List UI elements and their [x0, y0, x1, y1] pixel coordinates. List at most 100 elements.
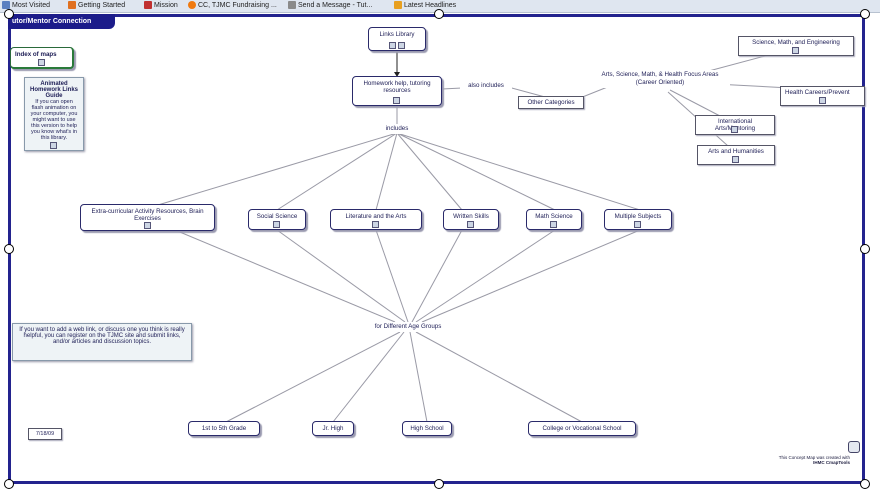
node-literature-arts[interactable]: Literature and the Arts	[330, 209, 422, 230]
connector-line	[415, 331, 583, 423]
resource-icon[interactable]	[550, 221, 557, 228]
blogger-icon	[188, 1, 196, 9]
resource-icon[interactable]	[398, 42, 405, 49]
resource-icon[interactable]	[273, 221, 280, 228]
node-label: High School	[410, 425, 444, 432]
connector-line	[375, 132, 398, 211]
resource-icon[interactable]	[143, 222, 151, 229]
node-animated-guide[interactable]: Animated Homework Links Guide If you can…	[24, 77, 84, 151]
node-social-science[interactable]: Social Science	[248, 209, 306, 230]
resource-icon[interactable]	[393, 97, 400, 104]
connector-line	[276, 229, 406, 323]
bookmark-icon	[2, 1, 10, 9]
bookmark-send-message[interactable]: Send a Message - Tut...	[288, 1, 372, 9]
linking-phrase-age-groups: for Different Age Groups	[356, 322, 460, 332]
resource-icon[interactable]	[731, 126, 738, 133]
linking-phrase-also-includes: also includes	[460, 81, 512, 91]
bookmark-mission[interactable]: Mission	[144, 1, 178, 9]
bookmark-getting-started[interactable]: Getting Started	[68, 1, 125, 9]
connector-line	[411, 229, 463, 323]
linking-phrase-includes: includes	[378, 124, 416, 134]
resource-icon[interactable]	[792, 47, 799, 54]
node-label: College or Vocational School	[542, 425, 622, 432]
connector-line	[174, 229, 396, 323]
node-1st-5th-grade[interactable]: 1st to 5th Grade	[188, 421, 260, 436]
node-homework-help[interactable]: Homework help, tutoring resources	[352, 76, 442, 106]
resource-icon[interactable]	[634, 221, 641, 228]
node-label: Extra-curricular Activity Resources, Bra…	[91, 208, 204, 222]
node-label: Health Careers/Prevent	[785, 89, 850, 96]
node-multiple-subjects[interactable]: Multiple Subjects	[604, 209, 672, 230]
node-arts-humanities[interactable]: Arts and Humanities	[697, 145, 775, 165]
node-index-of-maps[interactable]: Index of maps	[10, 47, 74, 69]
node-label: Literature and the Arts	[345, 213, 407, 220]
resize-handle-top-left[interactable]	[4, 9, 14, 19]
connector-line	[396, 132, 556, 211]
resource-icon[interactable]	[50, 142, 57, 149]
arrowhead	[394, 72, 400, 77]
node-label: Written Skills	[453, 213, 489, 220]
node-label: 1st to 5th Grade	[201, 425, 247, 432]
firefox-icon	[68, 1, 76, 9]
connector-line	[396, 132, 641, 211]
resource-icon[interactable]	[389, 42, 396, 49]
credit-line: IHMC CmapTools	[813, 460, 850, 466]
connector-line	[147, 132, 398, 209]
bookmark-label: Mission	[154, 1, 178, 9]
resource-icon[interactable]	[372, 221, 379, 228]
node-written-skills[interactable]: Written Skills	[443, 209, 499, 230]
connector-line	[579, 85, 611, 99]
connector-line	[409, 331, 428, 423]
node-other-categories[interactable]: Other Categories	[518, 96, 584, 109]
connector-line	[669, 89, 721, 117]
rss-icon	[394, 1, 402, 9]
node-label: Other Categories	[527, 99, 575, 106]
connector-line	[421, 229, 641, 323]
bookmark-icon	[288, 1, 296, 9]
resource-icon[interactable]	[467, 221, 474, 228]
resource-icon[interactable]	[37, 59, 45, 66]
bookmark-icon	[144, 1, 152, 9]
node-high-school[interactable]: High School	[402, 421, 452, 436]
bookmark-label: Latest Headlines	[404, 1, 457, 9]
node-label: Index of maps	[15, 51, 57, 58]
note-title: Animated Homework Links Guide	[29, 81, 78, 99]
node-extra-curricular[interactable]: Extra-curricular Activity Resources, Bra…	[80, 204, 215, 231]
resize-handle-right[interactable]	[860, 244, 870, 254]
node-label: Multiple Subjects	[614, 213, 662, 220]
node-label: Links Library	[379, 31, 415, 38]
connector-line	[415, 229, 556, 323]
resize-handle-top[interactable]	[434, 9, 444, 19]
node-links-library[interactable]: Links Library	[368, 27, 426, 51]
node-focus-areas: Arts, Science, Math, & Health Focus Area…	[590, 70, 730, 88]
resize-handle-bottom-right[interactable]	[860, 479, 870, 489]
node-math-science[interactable]: Math Science	[526, 209, 582, 230]
node-health-careers[interactable]: Health Careers/Prevent	[780, 86, 865, 106]
node-label: Homework help, tutoring resources	[363, 80, 431, 94]
bookmark-most-visited[interactable]: Most Visited	[2, 1, 50, 9]
resize-handle-top-right[interactable]	[860, 9, 870, 19]
frame-title: utor/Mentor Connection	[8, 14, 115, 29]
connector-line	[276, 132, 398, 211]
bookmark-fundraising[interactable]: CC, TJMC Fundraising ...	[188, 1, 277, 9]
resource-icon[interactable]	[818, 97, 826, 104]
resize-handle-bottom[interactable]	[434, 479, 444, 489]
resize-handle-left[interactable]	[4, 244, 14, 254]
bookmark-label: Getting Started	[78, 1, 126, 9]
node-international-arts[interactable]: International Arts/Mentoring	[695, 115, 775, 135]
node-label: Math Science	[535, 213, 573, 220]
node-label: Arts and Humanities	[708, 148, 764, 155]
note-body: If you can open flash animation on your …	[30, 99, 78, 141]
connector-line	[332, 331, 405, 423]
resource-icon[interactable]	[732, 156, 739, 163]
bookmark-label: Most Visited	[12, 1, 50, 9]
node-college-vocational[interactable]: College or Vocational School	[528, 421, 636, 436]
resize-handle-bottom-left[interactable]	[4, 479, 14, 489]
bookmark-latest-headlines[interactable]: Latest Headlines	[394, 1, 456, 9]
date-label: 7/18/09	[28, 428, 62, 440]
connector-line	[375, 229, 409, 323]
node-jr-high[interactable]: Jr. High	[312, 421, 354, 436]
node-science-math-engineering[interactable]: Science, Math, and Engineering	[738, 36, 854, 56]
cmaptools-logo-icon	[848, 441, 860, 453]
